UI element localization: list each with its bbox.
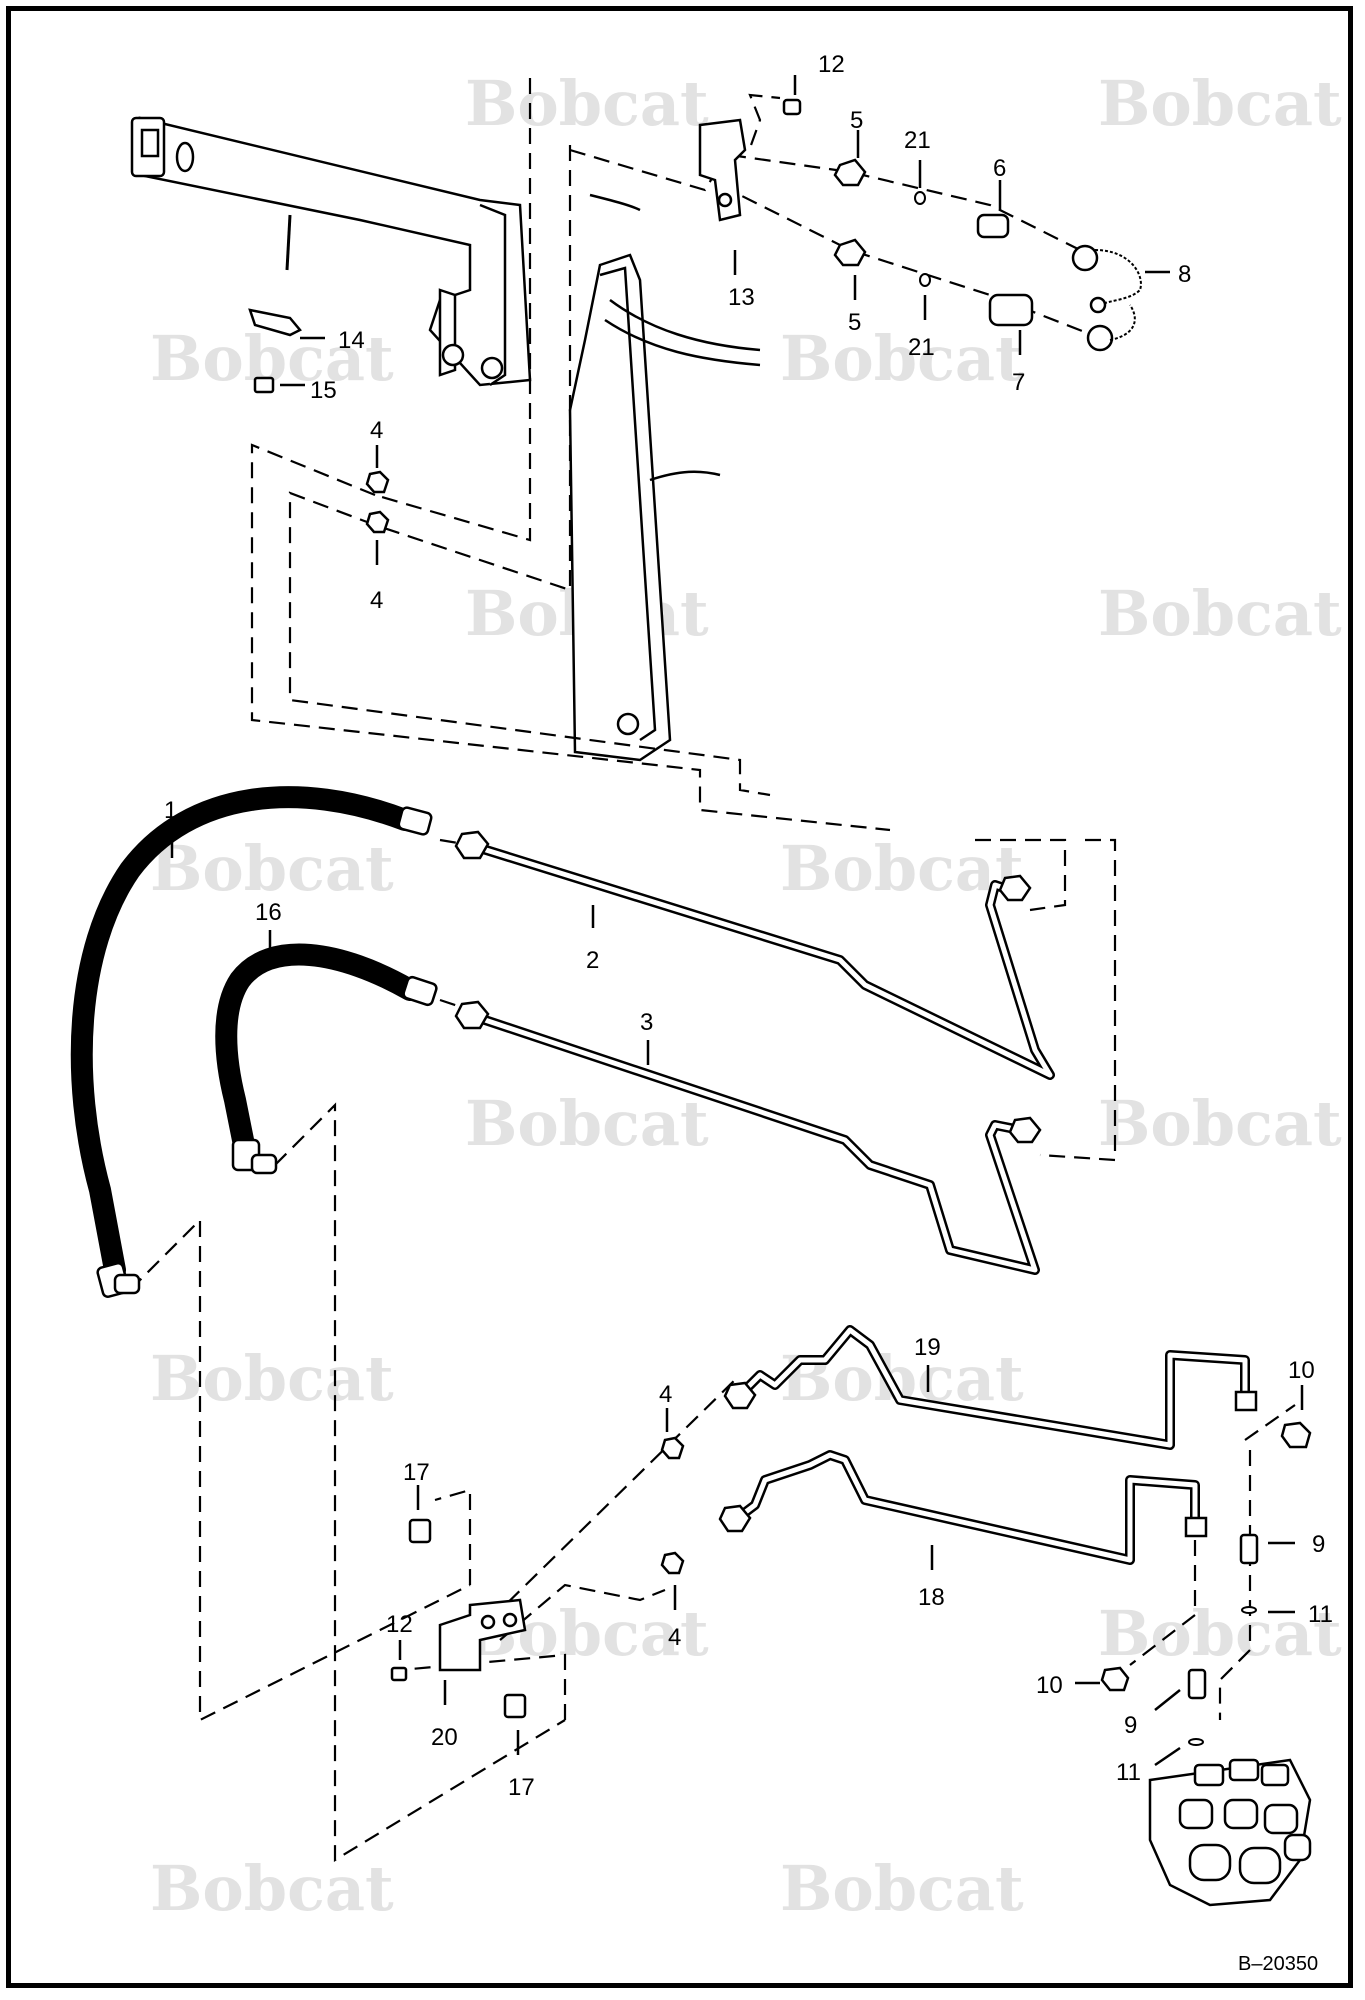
callout-3: 3 [640, 1009, 653, 1036]
hose-16 [215, 943, 438, 1175]
callout-4: 4 [668, 1624, 681, 1651]
callout-17: 17 [508, 1774, 535, 1801]
callout-1: 1 [164, 797, 177, 824]
callout-21: 21 [904, 127, 931, 154]
callout-16: 16 [255, 899, 282, 926]
tube-18 [718, 1450, 1208, 1565]
callout-5: 5 [848, 309, 861, 336]
watermark: Bobcat [465, 1087, 709, 1160]
callout-10: 10 [1036, 1672, 1063, 1699]
callout-4: 4 [370, 417, 383, 444]
watermark-group: Bobcat Bobcat Bobcat Bobcat Bobcat Bobca… [150, 67, 1342, 1925]
loader-arm [130, 116, 532, 387]
callout-7: 7 [1012, 369, 1025, 396]
callout-18: 18 [918, 1584, 945, 1611]
callout-10: 10 [1288, 1357, 1315, 1384]
watermark: Bobcat [780, 1852, 1024, 1925]
callout-2: 2 [586, 947, 599, 974]
watermark: Bobcat [780, 832, 1024, 905]
hose-1 [70, 786, 433, 1298]
callout-15: 15 [310, 377, 337, 404]
callout-9: 9 [1124, 1712, 1137, 1739]
watermark: Bobcat [1098, 577, 1342, 650]
watermark: Bobcat [1098, 1597, 1342, 1670]
callout-11: 11 [1116, 1759, 1141, 1786]
arm-upright [568, 193, 761, 762]
callout-14: 14 [338, 327, 365, 354]
callout-4: 4 [370, 587, 383, 614]
callout-5: 5 [850, 107, 863, 134]
callout-20: 20 [431, 1724, 458, 1751]
callout-leaders [170, 75, 1304, 1767]
callout-8: 8 [1178, 261, 1191, 288]
control-valve [1148, 1758, 1312, 1907]
hardware [248, 98, 1312, 1746]
watermark: Bobcat [465, 67, 709, 140]
watermark: Bobcat [1098, 67, 1342, 140]
watermark: Bobcat [1098, 1087, 1342, 1160]
watermark: Bobcat [150, 1852, 394, 1925]
diagram-reference: B–20350 [1238, 1953, 1318, 1975]
tube-3 [454, 1000, 1042, 1275]
callout-11: 11 [1308, 1601, 1333, 1628]
callouts: 12 5 21 6 8 13 5 21 7 14 15 4 4 1 16 2 3… [164, 51, 1333, 1801]
callout-12: 12 [818, 51, 845, 78]
callout-6: 6 [993, 155, 1006, 182]
callout-13: 13 [728, 284, 755, 311]
watermark: Bobcat [150, 832, 394, 905]
callout-19: 19 [914, 1334, 941, 1361]
callout-12: 12 [386, 1611, 413, 1638]
callout-4: 4 [659, 1381, 672, 1408]
callout-9: 9 [1312, 1531, 1325, 1558]
watermark: Bobcat [150, 1342, 394, 1415]
watermark: Bobcat [780, 322, 1024, 395]
tube-19 [723, 1325, 1258, 1450]
callout-17: 17 [403, 1459, 430, 1486]
tube-2 [454, 830, 1055, 1080]
callout-21: 21 [908, 334, 935, 361]
